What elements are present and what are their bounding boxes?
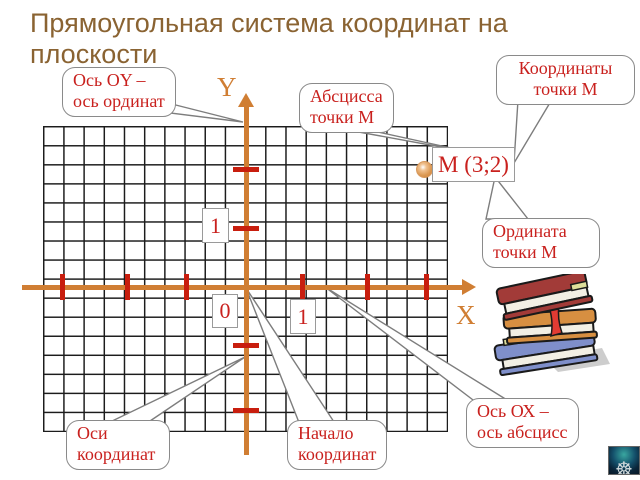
page-title-line1: Прямоугольная система координат на [30, 8, 508, 38]
x-axis-label: X [456, 300, 476, 330]
page-title: Прямоугольная система координат на плоск… [30, 8, 630, 70]
y-tick [233, 408, 259, 413]
callout-origin-line2: координат [298, 444, 377, 464]
y-unit-label: 1 [202, 208, 229, 243]
callout-coordinates: Координаты точки М [496, 55, 635, 105]
ribbon-bookmark [546, 303, 563, 338]
ship-wheel-logo: ☸ [608, 446, 640, 475]
point-m-marker [416, 161, 433, 178]
callout-oy-line1: Ось OY – [73, 70, 146, 90]
callout-abscissa: Абсцисса точки М [299, 83, 394, 133]
x-tick [125, 274, 130, 300]
x-axis-line [22, 285, 464, 290]
callout-coordinates-line2: точки М [533, 79, 598, 99]
callout-origin: Начало координат [287, 420, 388, 470]
callout-axes-line2: координат [77, 444, 156, 464]
callout-oy-axis: Ось OY – ось ординат [62, 67, 176, 117]
point-m-label: М (3;2) [432, 147, 515, 182]
y-tick [233, 167, 259, 172]
callout-abscissa-line2: точки М [310, 107, 375, 127]
callout-axes-line1: Оси [77, 423, 108, 443]
callout-ordinate-line2: точки М [493, 242, 558, 262]
callout-abscissa-line1: Абсцисса [310, 86, 383, 106]
callout-coordinates-line1: Координаты [518, 58, 613, 78]
x-tick [424, 274, 429, 300]
coordinates-callout-tail [513, 99, 553, 164]
callout-ordinate-line1: Ордината [493, 221, 567, 241]
callout-oy-line2: ось ординат [73, 91, 165, 111]
x-tick [184, 274, 189, 300]
y-tick [233, 226, 259, 231]
x-tick [60, 274, 65, 300]
maroon-book [495, 274, 594, 321]
page-title-line2: плоскости [30, 39, 158, 69]
ship-wheel-icon: ☸ [615, 457, 633, 475]
origin-label: 0 [212, 294, 238, 328]
x-tick [300, 274, 305, 300]
callout-ox-line2: ось абсцисс [477, 422, 568, 442]
x-tick [365, 274, 370, 300]
callout-ox-axis: Ось ОХ – ось абсцисс [466, 398, 579, 448]
y-axis-arrow-icon [238, 93, 254, 107]
callout-axes: Оси координат [66, 420, 170, 470]
x-unit-label: 1 [290, 299, 316, 334]
y-axis-line [244, 106, 249, 455]
ordinate-callout-tail [485, 175, 530, 220]
y-axis-label: Y [217, 72, 237, 102]
callout-origin-line1: Начало [298, 423, 354, 443]
y-tick [233, 343, 259, 348]
books-stack-icon [493, 274, 610, 376]
callout-ordinate: Ордината точки М [482, 218, 600, 268]
callout-ox-line1: Ось ОХ – [477, 401, 549, 421]
x-axis-arrow-icon [462, 279, 476, 295]
